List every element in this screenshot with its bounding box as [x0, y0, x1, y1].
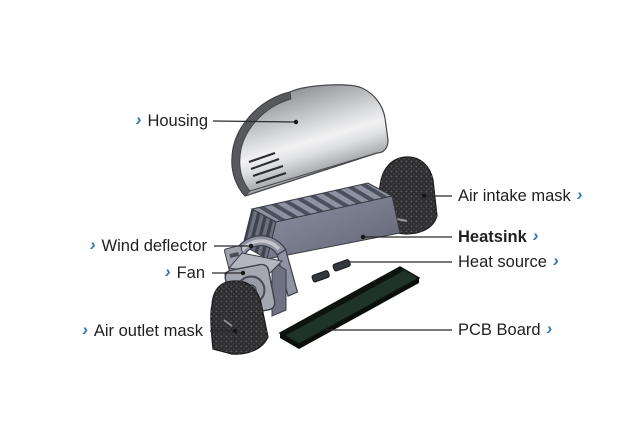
- label-text: Fan: [176, 264, 205, 282]
- air-outlet-mask-part: [210, 280, 269, 355]
- label-text: Air outlet mask: [93, 322, 203, 340]
- chevron-right-icon: ›: [552, 251, 559, 270]
- chevron-right-icon: ›: [135, 110, 142, 129]
- chevron-right-icon: ›: [546, 319, 553, 338]
- heatsink-part: [242, 182, 401, 260]
- label-wind-deflector[interactable]: › Wind deflector: [89, 235, 207, 256]
- chevron-right-icon: ›: [164, 262, 171, 281]
- label-air-outlet-mask[interactable]: › Air outlet mask: [82, 320, 203, 341]
- label-pcb-board[interactable]: PCB Board ›: [458, 319, 553, 340]
- label-text: Housing: [147, 112, 208, 130]
- housing-slots: [248, 152, 287, 184]
- label-text: Wind deflector: [101, 237, 207, 255]
- label-heat-source[interactable]: Heat source ›: [458, 251, 559, 272]
- chevron-right-icon: ›: [576, 185, 583, 204]
- pcb-board-part: [278, 266, 421, 349]
- chevron-right-icon: ›: [532, 226, 539, 245]
- chevron-right-icon: ›: [89, 235, 96, 254]
- chevron-right-icon: ›: [82, 320, 88, 339]
- label-housing[interactable]: › Housing: [135, 110, 208, 131]
- label-text: PCB Board: [458, 321, 541, 339]
- housing-part: [231, 84, 389, 197]
- label-fan[interactable]: › Fan: [164, 262, 205, 283]
- leader-dots: [232, 119, 427, 334]
- label-text: Air intake mask: [458, 187, 571, 205]
- label-heatsink[interactable]: Heatsink ›: [458, 226, 539, 247]
- leader-lines: [210, 120, 452, 332]
- label-air-intake-mask[interactable]: Air intake mask ›: [458, 185, 583, 206]
- label-text: Heatsink: [458, 228, 527, 246]
- label-text: Heat source: [458, 253, 547, 271]
